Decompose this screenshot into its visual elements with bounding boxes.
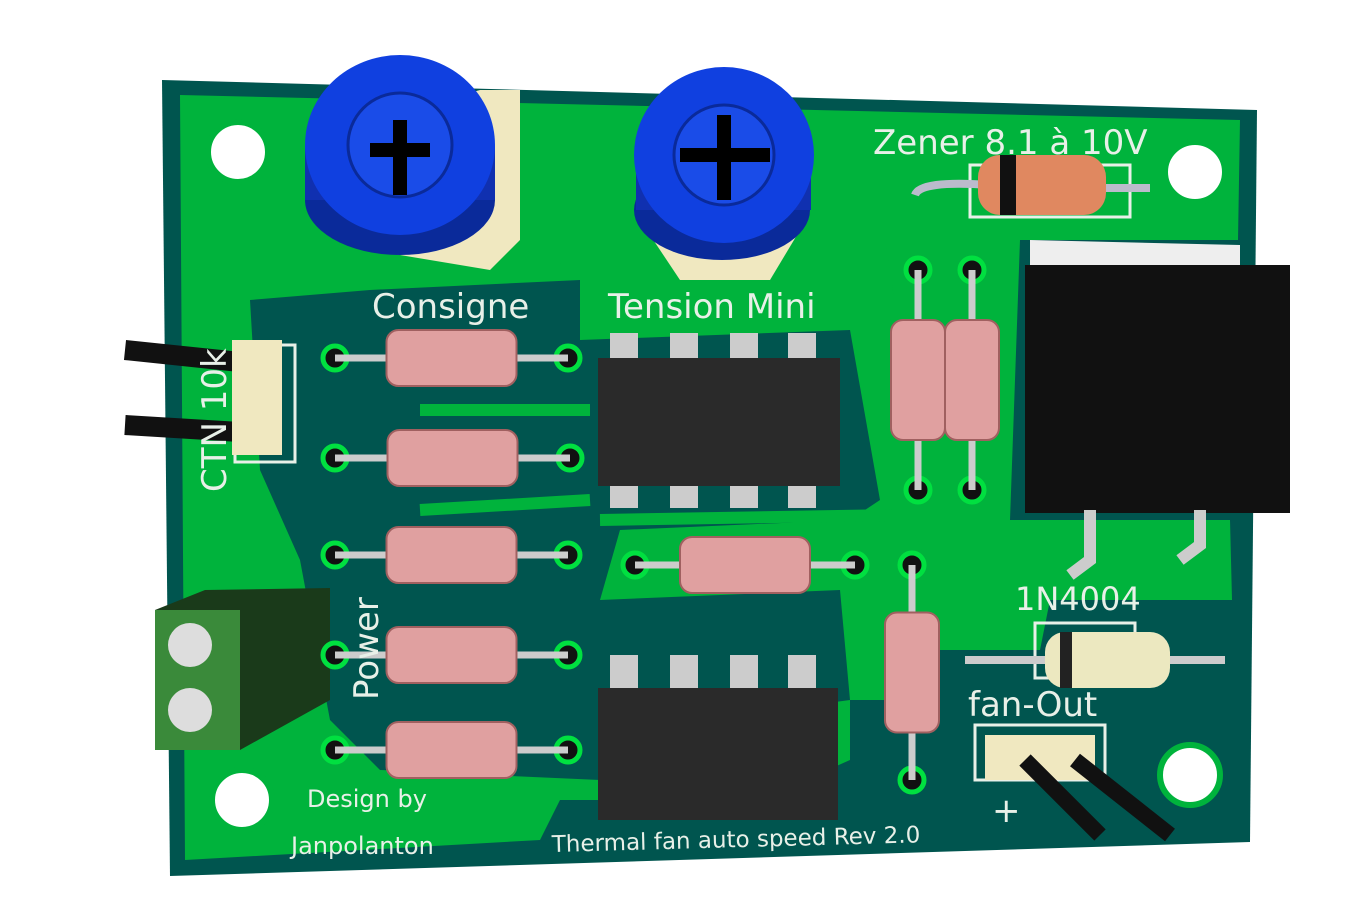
label-design-by: Design by — [307, 785, 427, 813]
voltage-regulator — [1025, 240, 1290, 580]
mounting-holes — [205, 119, 1228, 833]
label-power: Power — [347, 597, 387, 700]
resistors — [320, 255, 1000, 795]
power-terminal-block[interactable] — [155, 588, 330, 750]
screw-icon — [168, 623, 212, 667]
potentiometer-consigne[interactable] — [305, 55, 520, 270]
zener-diode — [911, 155, 1150, 219]
resistor — [320, 721, 583, 779]
label-plus: + — [992, 791, 1021, 831]
resistor — [944, 255, 1000, 505]
ic-upper — [598, 333, 840, 508]
label-1n4004: 1N4004 — [1015, 580, 1141, 618]
resistor — [884, 550, 940, 795]
resistor — [320, 626, 583, 684]
label-tension-mini: Tension Mini — [607, 287, 816, 327]
fan-out-connector[interactable] — [973, 723, 1175, 842]
resistor — [320, 429, 585, 487]
screw-icon — [168, 688, 212, 732]
ctn-connector[interactable] — [123, 340, 297, 464]
label-consigne: Consigne — [372, 287, 529, 327]
resistor — [320, 526, 583, 584]
resistor — [620, 536, 870, 594]
label-author: Janpolanton — [289, 832, 434, 860]
label-zener: Zener 8.1 à 10V — [873, 123, 1148, 163]
resistor — [890, 255, 946, 505]
diode-1n4004 — [965, 621, 1225, 688]
potentiometer-tension-mini[interactable] — [634, 67, 814, 280]
ic-lower — [598, 655, 838, 820]
label-ctn: CTN 10k — [195, 348, 235, 492]
resistor — [320, 329, 583, 387]
label-fan-out: fan-Out — [968, 685, 1097, 725]
copper-trace — [419, 404, 926, 563]
